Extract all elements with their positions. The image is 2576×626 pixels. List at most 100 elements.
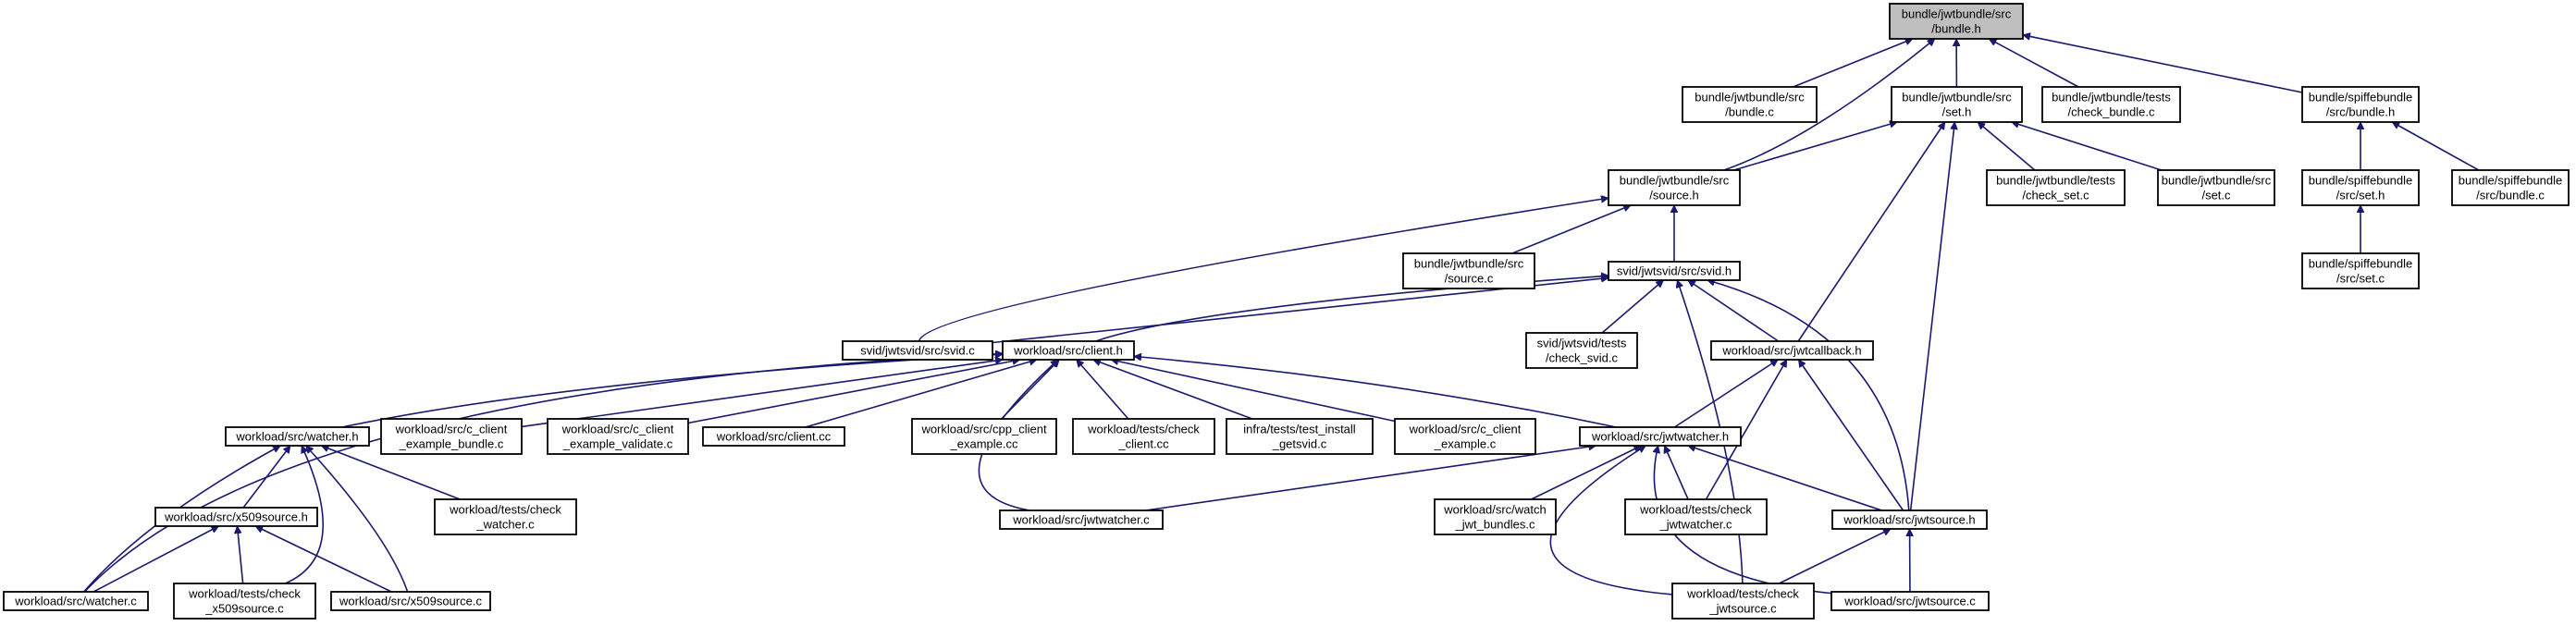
node-label: bundle/spiffebundle [2459, 174, 2563, 188]
node-label: workload/src/c_client [1409, 423, 1522, 436]
node-label: _example_bundle.c [399, 437, 504, 451]
node-c-client-example-validate-c[interactable]: workload/src/c_client_example_validate.c [547, 418, 689, 455]
node-x509source-h[interactable]: workload/src/x509source.h [154, 507, 318, 527]
edge-check_jwtsource_c-to-svid_h [1677, 280, 1744, 584]
node-check-client-cc[interactable]: workload/tests/check_client.cc [1072, 418, 1215, 455]
edges-layer [83, 35, 2480, 595]
node-client-h[interactable]: workload/src/client.h [1002, 340, 1135, 361]
node-spiffe-bundle-c[interactable]: bundle/spiffebundle/src/bundle.c [2451, 169, 2570, 206]
edge-bundle_c-to-bundle_h [1793, 39, 1913, 88]
edge-spiffe_bundle_h-to-bundle_h [2023, 35, 2303, 93]
node-label: workload/src/x509source.c [339, 595, 482, 608]
node-label: workload/src/client.cc [716, 430, 832, 444]
node-set-h[interactable]: bundle/jwtbundle/src/set.h [1891, 86, 2023, 123]
edge-jwtsource_h-to-jwtcallback_h [1797, 360, 1904, 511]
node-box [1830, 591, 1990, 611]
node-cpp-client-example-cc[interactable]: workload/src/cpp_client_example.cc [911, 418, 1057, 455]
edge-check_client_cc-to-client_h [1076, 360, 1129, 420]
edge-test_install_getsvid_c-to-client_h [1093, 360, 1253, 420]
node-label: _example.c [1434, 437, 1497, 451]
node-check-x509source-c[interactable]: workload/tests/check_x509source.c [173, 583, 316, 620]
node-label: /bundle.h [1931, 22, 1981, 36]
node-box [1608, 261, 1741, 281]
edge-c_client_example_bundle_c-to-client_h [521, 360, 1003, 428]
node-label: bundle/spiffebundle [2309, 91, 2413, 104]
node-box [173, 583, 316, 620]
node-watch-jwt-bundles-c[interactable]: workload/src/watch_jwt_bundles.c [1434, 498, 1557, 535]
node-x509source-c[interactable]: workload/src/x509source.c [330, 591, 491, 611]
edge-source_h-to-set_h [1733, 122, 1897, 171]
node-svid-h[interactable]: svid/jwtsvid/src/svid.h [1608, 261, 1741, 281]
node-label: workload/src/c_client [561, 423, 674, 436]
node-label: _client.cc [1117, 437, 1169, 451]
node-jwtwatcher-h[interactable]: workload/src/jwtwatcher.h [1579, 426, 1742, 447]
node-jwtsource-c[interactable]: workload/src/jwtsource.c [1830, 591, 1990, 611]
node-source-c[interactable]: bundle/jwtbundle/src/source.c [1402, 252, 1535, 289]
node-box [3, 591, 149, 611]
node-label: /source.h [1649, 189, 1698, 203]
node-svid-c[interactable]: svid/jwtsvid/src/svid.c [842, 340, 993, 361]
node-check-watcher-c[interactable]: workload/tests/check_watcher.c [434, 498, 577, 535]
node-box [999, 509, 1164, 530]
node-label: workload/src/watcher.c [14, 595, 137, 608]
node-spiffe-set-h[interactable]: bundle/spiffebundle/src/set.h [2301, 169, 2420, 206]
node-box [1072, 418, 1215, 455]
edge-check_svid_c-to-svid_h [1601, 279, 1663, 334]
node-box [225, 426, 370, 447]
node-bundle-c[interactable]: bundle/jwtbundle/src/bundle.c [1682, 86, 1818, 123]
node-box [1226, 418, 1374, 455]
node-watcher-h[interactable]: workload/src/watcher.h [225, 426, 370, 447]
node-box [1394, 418, 1536, 455]
node-bundle-h[interactable]: bundle/jwtbundle/src/bundle.h [1889, 3, 2024, 40]
edge-watcher_c-to-x509source_h [92, 525, 218, 593]
node-check-svid-c[interactable]: svid/jwtsvid/tests/check_svid.c [1525, 332, 1638, 369]
node-jwtcallback-h[interactable]: workload/src/jwtcallback.h [1710, 340, 1874, 361]
node-label: bundle/jwtbundle/src [1695, 91, 1805, 104]
node-label: _x509source.c [204, 602, 284, 616]
node-box [547, 418, 689, 455]
node-label: workload/src/jwtcallback.h [1721, 344, 1861, 358]
node-test-install-getsvid-c[interactable]: infra/tests/test_install_getsvid.c [1226, 418, 1374, 455]
node-check-jwtwatcher-c[interactable]: workload/tests/check_jwtwatcher.c [1624, 498, 1768, 535]
node-spiffe-set-c[interactable]: bundle/spiffebundle/src/set.c [2301, 252, 2420, 289]
edge-set_c-to-set_h [2012, 122, 2163, 171]
edge-jwtcallback_h-to-svid_h [1688, 279, 1780, 342]
node-client-cc[interactable]: workload/src/client.cc [702, 426, 845, 447]
node-label: bundle/jwtbundle/tests [2052, 91, 2171, 104]
node-label: svid/jwtsvid/tests [1537, 337, 1627, 350]
node-check-bundle-c[interactable]: bundle/jwtbundle/tests/check_bundle.c [2041, 86, 2181, 123]
edge-jwtwatcher_c-to-client_h [978, 360, 1058, 511]
edge-source_c-to-source_h [1511, 205, 1631, 254]
node-box [1624, 498, 1768, 535]
node-check-set-c[interactable]: bundle/jwtbundle/tests/check_set.c [1986, 169, 2126, 206]
node-set-c[interactable]: bundle/jwtbundle/src/set.c [2157, 169, 2275, 206]
node-box [1402, 252, 1535, 289]
edge-check_jwtwatcher_c-to-jwtcallback_h [1705, 360, 1788, 500]
edge-jwtsource_h-to-svid_h [1707, 280, 1910, 511]
node-c-client-example-bundle-c[interactable]: workload/src/c_client_example_bundle.c [380, 418, 523, 455]
node-jwtsource-h[interactable]: workload/src/jwtsource.h [1831, 509, 1988, 530]
node-spiffe-bundle-h[interactable]: bundle/spiffebundle/src/bundle.h [2301, 86, 2420, 123]
node-box [2301, 169, 2420, 206]
node-label: workload/tests/check [188, 587, 301, 601]
edge-jwtcallback_h-to-set_h [1797, 122, 1946, 342]
node-check-jwtsource-c[interactable]: workload/tests/check_jwtsource.c [1671, 583, 1815, 620]
node-watcher-c[interactable]: workload/src/watcher.c [3, 591, 149, 611]
node-box [911, 418, 1057, 455]
edge-client_cc-to-client_h [805, 360, 1037, 428]
node-label: bundle/jwtbundle/src [1902, 91, 2012, 104]
node-jwtwatcher-c[interactable]: workload/src/jwtwatcher.c [999, 509, 1164, 530]
node-label: workload/src/x509source.h [164, 510, 308, 524]
node-label: workload/src/c_client [395, 423, 508, 436]
node-label: bundle/spiffebundle [2309, 174, 2413, 188]
edge-spiffe_bundle_c-to-spiffe_bundle_h [2392, 121, 2480, 171]
node-source-h[interactable]: bundle/jwtbundle/src/source.h [1608, 169, 1741, 206]
edge-x509source_c-to-watcher_h [306, 446, 409, 593]
node-label: /src/bundle.c [2476, 189, 2545, 203]
node-label: workload/src/cpp_client [920, 423, 1047, 436]
node-label: bundle/jwtbundle/src [2162, 174, 2272, 188]
edge-svid_c-to-source_h [918, 198, 1608, 342]
node-c-client-example-c[interactable]: workload/src/c_client_example.c [1394, 418, 1536, 455]
node-label: workload/tests/check [1686, 587, 1799, 601]
node-box [380, 418, 523, 455]
